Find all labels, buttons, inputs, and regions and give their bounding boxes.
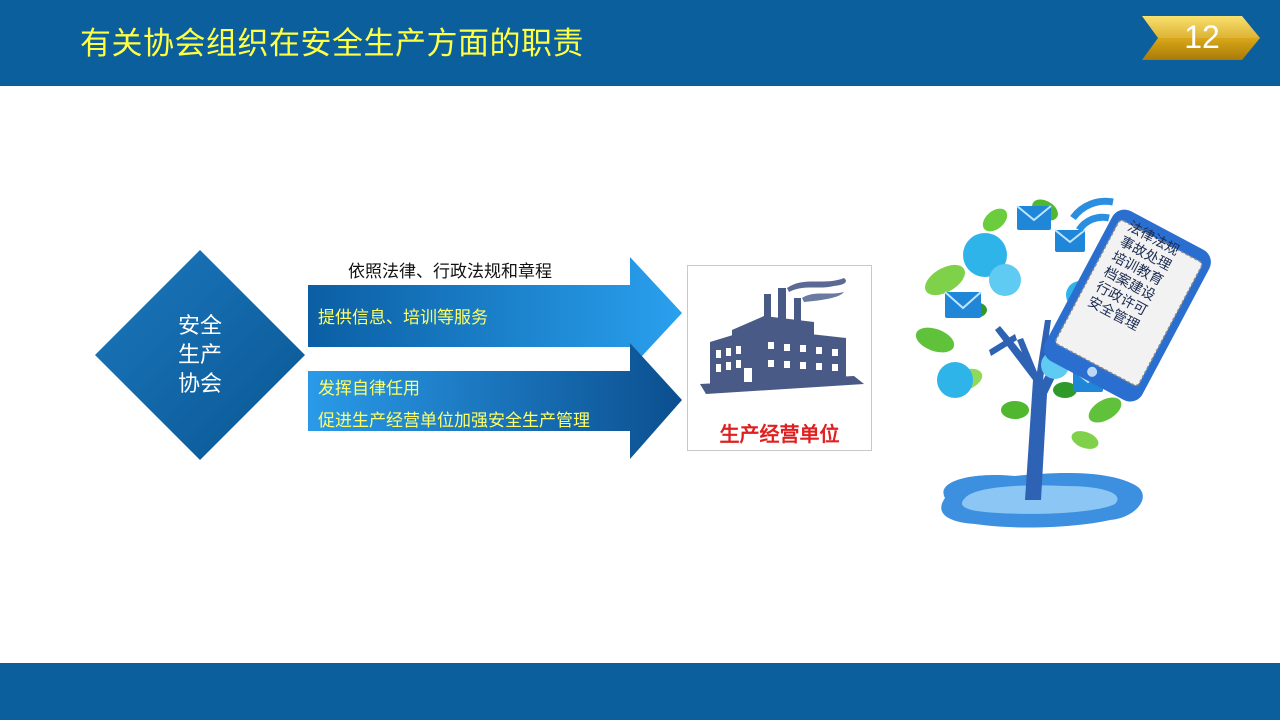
footer-bar (0, 663, 1280, 720)
service-arrow-label: 提供信息、培训等服务 (318, 308, 488, 328)
association-diamond (95, 250, 305, 460)
service-arrow (308, 257, 682, 369)
relationship-arrows (308, 257, 682, 459)
phone-icon (1043, 209, 1211, 402)
production-unit-box: 生产经营单位 (687, 265, 872, 451)
production-unit-label: 生产经营单位 (719, 422, 840, 446)
water-puddle-icon (941, 473, 1143, 528)
self-regulation-arrow (308, 343, 682, 459)
factory-icon (700, 278, 864, 394)
association-line: 安全 (177, 313, 222, 339)
association-label: 安全 生产 协会 (95, 250, 305, 460)
page-title: 有关协会组织在安全生产方面的职责 (80, 26, 584, 62)
page-number: 12 (1184, 19, 1220, 55)
wifi-icon (1070, 197, 1114, 233)
tree-phone-illustration (915, 197, 1211, 528)
page-number-badge (1142, 16, 1260, 60)
self-regulation-label-1: 发挥自律任用 (318, 379, 420, 399)
self-regulation-label-2: 促进生产经营单位加强安全生产管理 (318, 411, 590, 431)
header-bar (0, 0, 1280, 86)
association-line: 生产 (177, 342, 222, 368)
association-line: 协会 (177, 371, 222, 397)
basis-label: 依照法律、行政法规和章程 (348, 262, 552, 282)
